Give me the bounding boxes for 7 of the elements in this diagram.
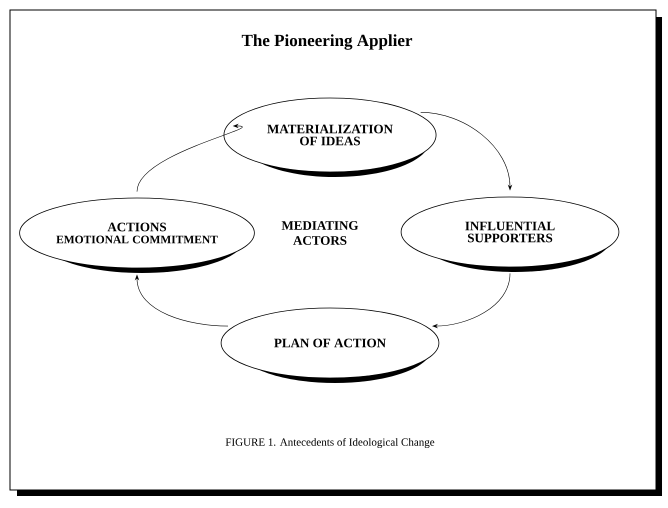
ellipse-node: ACTIONS EMOTIONAL COMMITMENT <box>19 198 255 273</box>
ellipse-node: MATERIALIZATION OF IDEAS <box>224 98 436 177</box>
title: The Pioneering Applier <box>242 34 412 50</box>
caption: FIGURE 1. Antecedents of Ideological Change <box>226 438 434 448</box>
center-label: MEDIATING ACTORS <box>282 221 358 245</box>
ellipse-node: INFLUENTIAL SUPPORTERS <box>400 196 620 272</box>
ellipse-node: PLAN OF ACTION <box>220 308 440 383</box>
